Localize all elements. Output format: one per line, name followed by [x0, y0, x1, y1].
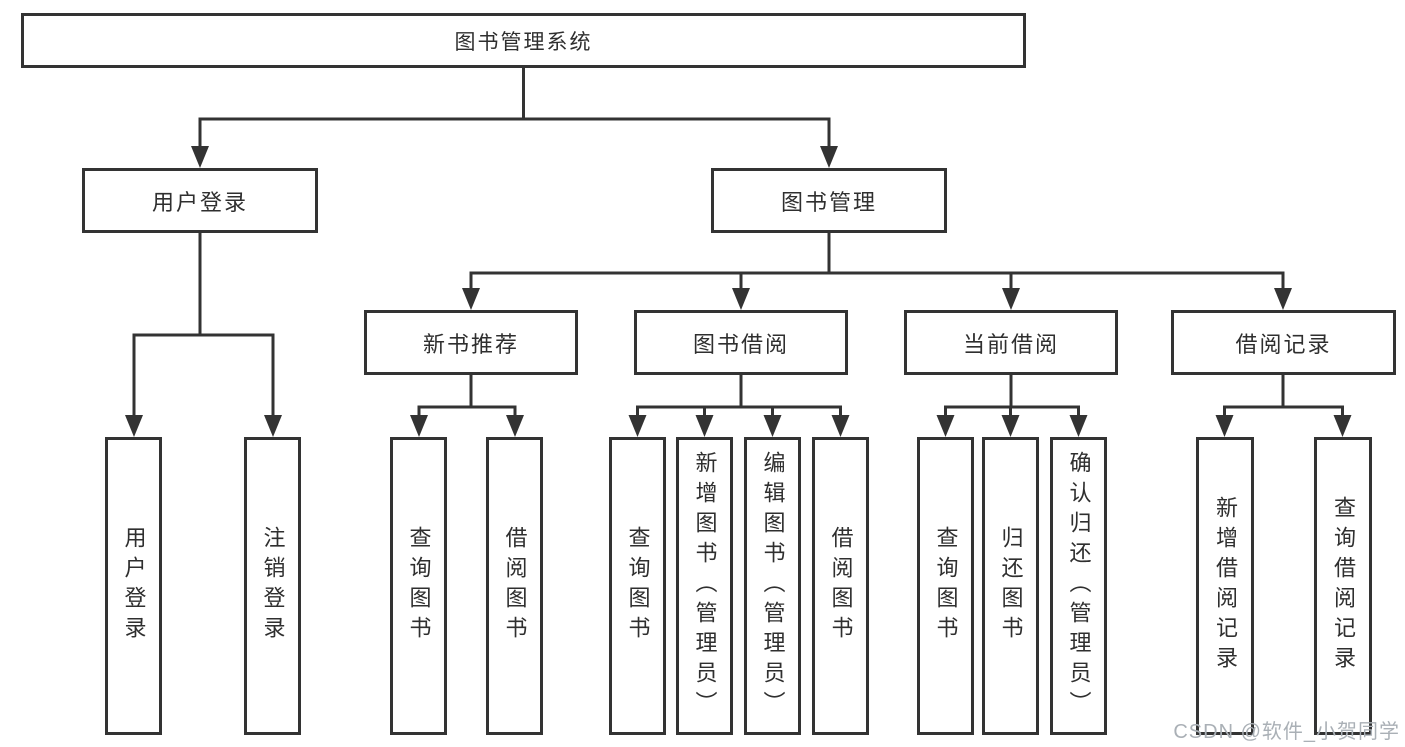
node-book-borrowing: 图书借阅 — [634, 310, 848, 375]
node-label: 新增借阅记录 — [1213, 496, 1238, 676]
node-label: 当前借阅 — [962, 331, 1059, 357]
leaf-borrow-books-recommend: 借阅图书 — [486, 437, 543, 735]
leaf-user-login: 用户登录 — [105, 437, 162, 735]
node-label: 借阅图书 — [502, 526, 528, 646]
leaf-logout: 注销登录 — [244, 437, 301, 735]
node-label: 用户登录 — [121, 526, 147, 646]
node-borrowing-records: 借阅记录 — [1171, 310, 1396, 375]
node-new-book-recommendation: 新书推荐 — [364, 310, 578, 375]
leaf-add-borrow-record: 新增借阅记录 — [1196, 437, 1254, 735]
node-library-management-system: 图书管理系统 — [21, 13, 1026, 68]
node-label: 新书推荐 — [422, 331, 519, 357]
node-label: 查询图书 — [625, 526, 651, 646]
node-label: 新增图书（管理员） — [692, 451, 718, 721]
node-user-login: 用户登录 — [82, 168, 318, 233]
leaf-query-borrow-record: 查询借阅记录 — [1314, 437, 1372, 735]
node-label: 查询借阅记录 — [1331, 496, 1356, 676]
node-label: 归还图书 — [998, 526, 1024, 646]
leaf-query-books-recommend: 查询图书 — [390, 437, 447, 735]
node-label: 图书借阅 — [692, 331, 789, 357]
node-label: 查询图书 — [933, 526, 959, 646]
watermark: CSDN @软件_小贺同学 — [1173, 721, 1400, 743]
node-label: 查询图书 — [406, 526, 432, 646]
leaf-add-book-admin: 新增图书（管理员） — [676, 437, 733, 735]
node-label: 借阅图书 — [828, 526, 854, 646]
leaf-borrow-books-borrowing: 借阅图书 — [812, 437, 869, 735]
node-book-management: 图书管理 — [711, 168, 947, 233]
leaf-edit-book-admin: 编辑图书（管理员） — [744, 437, 801, 735]
leaf-return-books: 归还图书 — [982, 437, 1039, 735]
node-label: 图书管理 — [780, 189, 877, 215]
leaf-query-books-borrowing: 查询图书 — [609, 437, 666, 735]
leaf-confirm-return-admin: 确认归还（管理员） — [1050, 437, 1107, 735]
node-label: 借阅记录 — [1235, 331, 1332, 357]
leaf-query-books-current: 查询图书 — [917, 437, 974, 735]
node-current-borrowing: 当前借阅 — [904, 310, 1118, 375]
node-label: 图书管理系统 — [454, 30, 593, 54]
node-label: 编辑图书（管理员） — [760, 451, 786, 721]
node-label: 确认归还（管理员） — [1066, 451, 1092, 721]
node-label: 注销登录 — [260, 526, 286, 646]
node-label: 用户登录 — [151, 189, 248, 215]
